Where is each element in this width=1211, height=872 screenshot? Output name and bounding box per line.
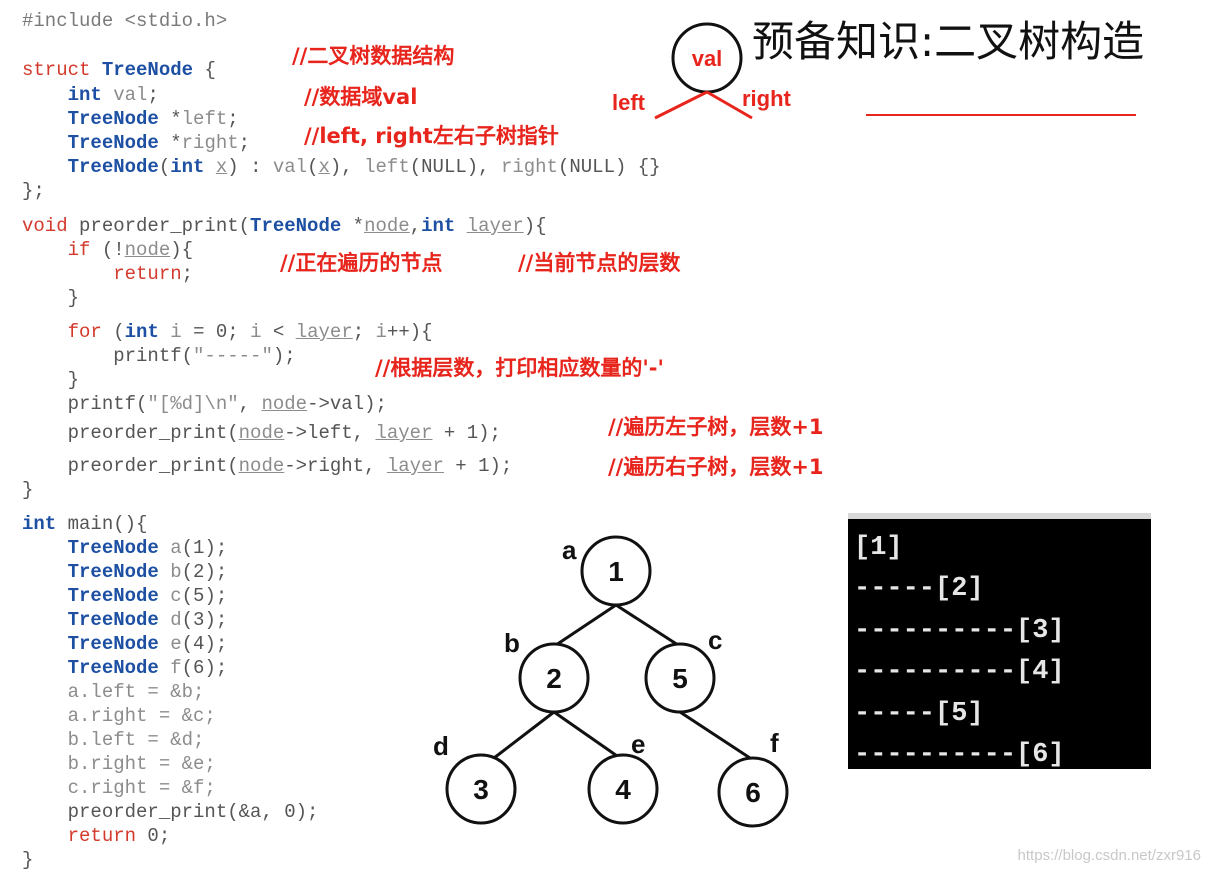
code-line-val: int val; bbox=[67, 84, 159, 106]
console-line: ----------[6] bbox=[854, 740, 1065, 770]
tree-node-e-value: 4 bbox=[615, 774, 631, 805]
code-line-ctor: TreeNode(int x) : val(x), left(NULL), ri… bbox=[67, 156, 661, 178]
tree-node-c-value: 5 bbox=[672, 663, 688, 694]
annotation-layer: //当前节点的层数 bbox=[518, 251, 681, 275]
tree-node-d: 3 d bbox=[433, 731, 517, 825]
code-line-return: return; bbox=[113, 263, 194, 285]
edge-a-b bbox=[555, 603, 617, 647]
tree-node-b-value: 2 bbox=[546, 663, 562, 694]
code-line-call: preorder_print(&a, 0); bbox=[22, 801, 319, 823]
mini-node-label: val bbox=[692, 46, 723, 71]
code-line-for: for (int i = 0; i < layer; i++){ bbox=[67, 321, 433, 343]
code-line-link2: a.right = &c; bbox=[22, 705, 216, 727]
binary-tree-diagram: 1 a 2 b 5 c 3 d 4 e 6 f bbox=[433, 535, 789, 828]
code-line-link5: c.right = &f; bbox=[22, 777, 216, 799]
code-line-left: TreeNode *left; bbox=[67, 108, 239, 130]
code-line-return0: return 0; bbox=[67, 825, 171, 847]
tree-node-a: 1 a bbox=[562, 535, 652, 607]
console-output: [1] -----[2] ----------[3] ----------[4]… bbox=[848, 513, 1151, 770]
tree-node-a-name: a bbox=[562, 535, 577, 565]
annotation-dashes: //根据层数，打印相应数量的'-' bbox=[375, 356, 664, 380]
console-line: ----------[3] bbox=[854, 616, 1065, 646]
tree-node-f: 6 f bbox=[717, 728, 789, 828]
watermark: https://blog.csdn.net/zxr916 bbox=[1017, 847, 1201, 864]
console-line: ----------[4] bbox=[854, 657, 1065, 687]
tree-node-e: 4 e bbox=[587, 729, 659, 825]
tree-node-b-name: b bbox=[504, 628, 520, 658]
code-line-main: int main(){ bbox=[22, 513, 148, 535]
slide-title: 预备知识:二叉树构造 bbox=[752, 17, 1145, 66]
annotation-struct: //二叉树数据结构 bbox=[292, 44, 455, 68]
tree-node-d-value: 3 bbox=[473, 774, 489, 805]
code-line-printf-dash: printf("-----"); bbox=[22, 345, 296, 367]
code-line-close-if: } bbox=[22, 287, 80, 309]
code-line-link4: b.right = &e; bbox=[22, 753, 216, 775]
mini-left-label: left bbox=[612, 90, 646, 115]
tree-edges bbox=[493, 603, 751, 760]
mini-right-label: right bbox=[742, 86, 792, 111]
tree-node-e-name: e bbox=[631, 729, 645, 759]
code-line-right: TreeNode *right; bbox=[67, 132, 251, 154]
code-line-close-for: } bbox=[22, 369, 80, 391]
tree-node-f-name: f bbox=[770, 728, 779, 758]
code-line-struct: struct TreeNode { bbox=[22, 59, 216, 81]
code-line-rec-right: preorder_print(node->right, layer + 1); bbox=[22, 455, 513, 477]
code-line-struct-end: }; bbox=[22, 180, 45, 202]
console-line: [1] bbox=[854, 533, 903, 563]
annotation-val: //数据域val bbox=[304, 85, 418, 109]
console-line: -----[2] bbox=[854, 574, 984, 604]
code-line-printf-val: printf("[%d]\n", node->val); bbox=[22, 393, 387, 415]
edge-c-f bbox=[679, 710, 751, 760]
tree-node-f-value: 6 bbox=[745, 777, 761, 808]
code-line-rec-left: preorder_print(node->left, layer + 1); bbox=[22, 422, 501, 444]
tree-node-a-value: 1 bbox=[608, 556, 624, 587]
tree-node-c: 5 c bbox=[644, 625, 722, 714]
code-line-node-e: TreeNode e(4); bbox=[67, 633, 228, 655]
annotation-node: //正在遍历的节点 bbox=[280, 251, 443, 275]
title-underline bbox=[866, 114, 1136, 116]
code-line-link3: b.left = &d; bbox=[22, 729, 205, 751]
annotation-left-subtree: //遍历左子树，层数+1 bbox=[608, 415, 824, 439]
code-line-main-end: } bbox=[22, 849, 34, 871]
mini-left-edge bbox=[654, 90, 708, 120]
code-line-func-end: } bbox=[22, 479, 34, 501]
edge-b-e bbox=[553, 710, 621, 760]
code-line-node-d: TreeNode d(3); bbox=[67, 609, 228, 631]
edge-b-d bbox=[493, 710, 555, 760]
code-line-node-b: TreeNode b(2); bbox=[67, 561, 228, 583]
mini-node-diagram: val left right bbox=[612, 22, 792, 120]
code-line-func-sig: void preorder_print(TreeNode *node,int l… bbox=[22, 215, 547, 237]
code-line-node-c: TreeNode c(5); bbox=[67, 585, 228, 607]
edge-a-c bbox=[615, 603, 679, 647]
mini-right-edge bbox=[706, 90, 753, 120]
annotation-pointers: //left, right左右子树指针 bbox=[304, 124, 559, 148]
tree-node-b: 2 b bbox=[504, 628, 590, 714]
tree-node-c-name: c bbox=[708, 625, 722, 655]
tree-node-d-name: d bbox=[433, 731, 449, 761]
code-line-node-f: TreeNode f(6); bbox=[67, 657, 228, 679]
annotation-right-subtree: //遍历右子树，层数+1 bbox=[608, 455, 824, 479]
code-line-include: #include <stdio.h> bbox=[22, 10, 228, 32]
code-line-link1: a.left = &b; bbox=[22, 681, 205, 703]
code-line-node-a: TreeNode a(1); bbox=[67, 537, 228, 559]
console-line: -----[5] bbox=[854, 699, 984, 729]
code-line-if: if (!node){ bbox=[67, 239, 194, 261]
